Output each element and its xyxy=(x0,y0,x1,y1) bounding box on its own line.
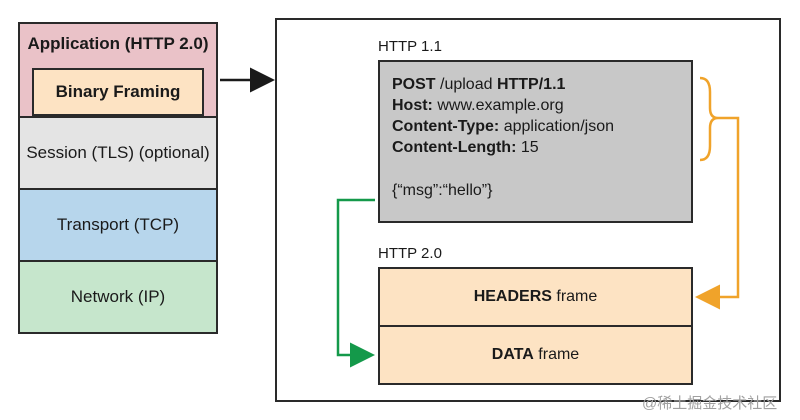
application-layer-label: Application (HTTP 2.0) xyxy=(27,34,209,53)
http11-label: HTTP 1.1 xyxy=(378,38,442,55)
binary-framing-layer: Binary Framing xyxy=(32,68,204,116)
host-header-line: Host: www.example.org xyxy=(392,97,564,114)
data-arrow xyxy=(336,198,375,368)
binary-framing-label: Binary Framing xyxy=(55,82,181,101)
request-body-line: {“msg”:“hello”} xyxy=(392,182,493,199)
headers-arrow xyxy=(695,116,740,310)
data-frame: DATA frame xyxy=(378,325,693,385)
data-frame-label: DATA frame xyxy=(491,346,580,363)
content-length-header-line: Content-Length: 15 xyxy=(392,139,539,156)
session-layer: Session (TLS) (optional) xyxy=(18,116,218,190)
network-layer: Network (IP) xyxy=(18,260,218,334)
headers-frame: HEADERS frame xyxy=(378,267,693,327)
session-layer-label: Session (TLS) (optional) xyxy=(26,143,210,162)
watermark: @稀土掘金技术社区 xyxy=(642,395,778,412)
http11-request-box: POST /upload HTTP/1.1 Host: www.example.… xyxy=(378,60,693,223)
headers-brace xyxy=(699,76,719,162)
headers-frame-label: HEADERS frame xyxy=(473,288,598,305)
request-line: POST /upload HTTP/1.1 xyxy=(392,76,566,93)
transport-layer-label: Transport (TCP) xyxy=(56,215,180,234)
http2-label: HTTP 2.0 xyxy=(378,245,442,262)
network-layer-label: Network (IP) xyxy=(70,287,166,306)
content-type-header-line: Content-Type: application/json xyxy=(392,118,614,135)
